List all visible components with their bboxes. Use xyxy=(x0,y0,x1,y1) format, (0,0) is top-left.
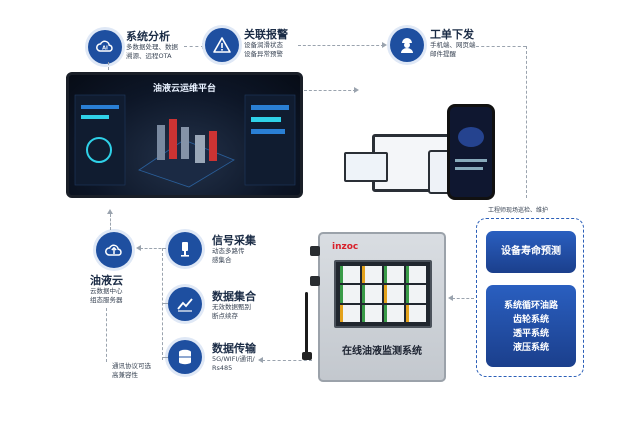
signal-line2: 感集合 xyxy=(212,256,232,264)
signal-line1: 动态多路传 xyxy=(212,247,245,255)
arrow xyxy=(107,209,113,214)
cable-gland xyxy=(310,276,320,286)
alarm-line1: 设备润滑状态 xyxy=(244,41,283,49)
system-item: 齿轮系统 xyxy=(512,315,549,325)
arrow xyxy=(354,87,359,93)
svg-text:AI: AI xyxy=(102,46,108,52)
cable-gland xyxy=(310,246,320,256)
dashboard-title: 油液云运维平台 xyxy=(152,84,216,94)
arrow xyxy=(448,295,453,301)
chart-icon xyxy=(168,287,202,321)
connector xyxy=(162,357,168,358)
dashboard-visual xyxy=(74,94,296,188)
protocol-line2: 高兼容性 xyxy=(112,371,138,379)
workorder-line2: 邮件提醒 xyxy=(430,50,456,58)
arrow xyxy=(202,43,207,49)
connector xyxy=(452,298,474,299)
monitoring-cabinet: inzoc 在线油液监测系统 xyxy=(318,232,446,382)
laptop xyxy=(344,152,388,182)
system-item: 液压系统 xyxy=(512,343,549,353)
transfer-title: 数据传输 xyxy=(212,342,256,355)
transfer-line2: Rs485 xyxy=(212,364,233,372)
connector xyxy=(304,90,356,91)
analysis-line1: 多数据处理、数据 xyxy=(126,43,178,51)
ai-cloud-icon: AI xyxy=(88,30,122,64)
cabinet-label: 在线油液监测系统 xyxy=(342,346,422,357)
data-collect-line2: 断点续存 xyxy=(212,312,238,320)
cloud-line1: 云数据中心 xyxy=(90,287,123,295)
antenna xyxy=(305,292,308,356)
system-item: 系统循环油路 xyxy=(503,301,558,311)
alarm-line2: 设备异常预警 xyxy=(244,50,283,58)
arrow xyxy=(382,42,387,48)
engineer-note: 工程师现场巡检、维护 xyxy=(488,207,549,214)
antenna-base xyxy=(302,352,312,360)
connector xyxy=(106,308,107,362)
connector xyxy=(262,360,312,361)
sensor-icon xyxy=(168,232,202,266)
warning-icon xyxy=(205,28,239,62)
data-collect-line1: 无效数据甄别 xyxy=(212,303,251,311)
workorder-title: 工单下发 xyxy=(430,28,474,41)
cloud-upload-icon xyxy=(96,232,132,268)
connector xyxy=(162,303,168,304)
connector xyxy=(298,45,384,46)
arrow xyxy=(258,357,263,363)
database-icon xyxy=(168,340,202,374)
engineer-icon xyxy=(390,28,424,62)
system-item: 透平系统 xyxy=(512,329,549,339)
arrow xyxy=(136,245,141,251)
analysis-title: 系统分析 xyxy=(126,30,170,43)
connector xyxy=(140,248,166,249)
cloud-title: 油液云 xyxy=(90,274,123,287)
analysis-line2: 溯源、远程OTA xyxy=(126,52,172,60)
connector xyxy=(110,214,111,230)
connector xyxy=(162,248,163,360)
cloud-line2: 组态服务器 xyxy=(90,296,123,304)
smartphone xyxy=(447,104,495,200)
brand-logo: inzoc xyxy=(332,242,359,252)
prediction-panel: 设备寿命预测 系统循环油路 齿轮系统 透平系统 液压系统 xyxy=(476,218,584,377)
signal-title: 信号采集 xyxy=(212,234,256,247)
transfer-line1: 5G/WIFI/通讯/ xyxy=(212,355,255,363)
alarm-title: 关联报警 xyxy=(244,28,288,41)
connector xyxy=(108,62,109,70)
protocol-line1: 通讯协议可选 xyxy=(112,362,151,370)
connector xyxy=(184,46,204,47)
workorder-line1: 手机端、网页端 xyxy=(430,41,476,49)
life-prediction-box: 设备寿命预测 xyxy=(486,231,576,273)
connector xyxy=(476,46,526,47)
data-collect-title: 数据集合 xyxy=(212,290,256,303)
connector xyxy=(526,46,527,198)
cabinet-display xyxy=(334,260,432,328)
systems-box: 系统循环油路 齿轮系统 透平系统 液压系统 xyxy=(486,285,576,367)
dashboard-screen: 油液云运维平台 xyxy=(66,72,303,198)
